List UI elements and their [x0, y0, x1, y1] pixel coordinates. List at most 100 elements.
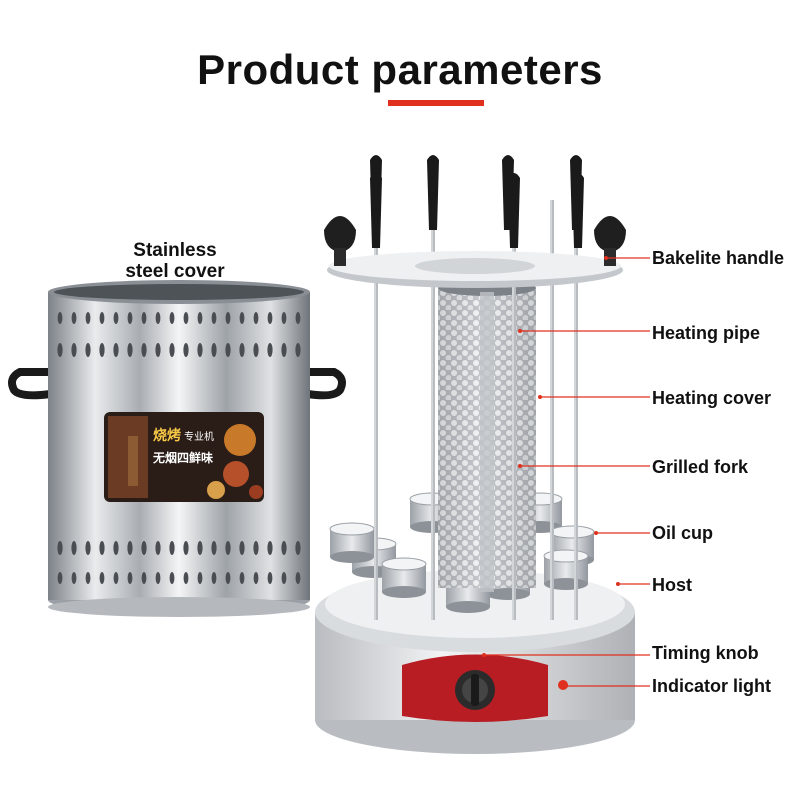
skewer-rod	[574, 200, 578, 620]
callout-dot	[564, 684, 568, 688]
callout-dot	[518, 464, 522, 468]
vent-slot	[225, 312, 231, 324]
callout-dot	[518, 329, 522, 333]
vent-slot	[85, 541, 91, 555]
cover-vent-row-middle	[57, 343, 301, 357]
skewer-rod	[512, 200, 516, 620]
vent-slot	[113, 572, 119, 584]
vent-slot	[169, 343, 175, 357]
cover-vent-row-top	[57, 312, 301, 324]
vent-slot	[281, 343, 287, 357]
vent-slot	[197, 343, 203, 357]
vent-slot	[281, 312, 287, 324]
decal-text-3: 无烟四鲜味	[152, 450, 213, 465]
vent-slot	[169, 572, 175, 584]
vent-slot	[267, 343, 273, 357]
vent-slot	[169, 541, 175, 555]
vent-slot	[127, 572, 133, 584]
vent-slot	[85, 312, 91, 324]
vent-slot	[239, 572, 245, 584]
callout-dot	[616, 582, 620, 586]
skewer-rod	[431, 200, 435, 620]
oil-cup-rim	[549, 525, 595, 539]
bakelite-handle-left	[324, 216, 356, 266]
callout-indicator-light: Indicator light	[652, 676, 771, 696]
vent-slot	[127, 343, 133, 357]
vent-slot	[113, 541, 119, 555]
oil-cup-base	[330, 551, 374, 563]
top-plate	[327, 251, 623, 288]
vent-slot	[267, 572, 273, 584]
cover-label-line-2: steel cover	[125, 261, 225, 282]
callout-dot	[538, 395, 542, 399]
vent-slot	[239, 541, 245, 555]
page-title: Product parameters	[197, 46, 603, 93]
fork-handle	[508, 173, 520, 248]
vent-slot	[99, 541, 105, 555]
oil-cup-base	[486, 588, 530, 600]
vent-slot	[155, 343, 161, 357]
vent-slot	[71, 343, 77, 357]
callout-grilled-fork: Grilled fork	[652, 457, 749, 477]
vent-slot	[127, 541, 133, 555]
vent-slot	[197, 541, 203, 555]
vent-slot	[99, 572, 105, 584]
vent-slot	[57, 541, 63, 555]
vent-slot	[155, 572, 161, 584]
vent-slot	[141, 572, 147, 584]
vent-slot	[85, 572, 91, 584]
vent-slot	[211, 541, 217, 555]
vent-slot	[183, 541, 189, 555]
oil-cup-rim	[381, 557, 427, 571]
vent-slot	[183, 572, 189, 584]
vent-slot	[281, 572, 287, 584]
vent-slot	[253, 312, 259, 324]
vent-slot	[169, 312, 175, 324]
callout-bakelite-handle: Bakelite handle	[652, 248, 785, 268]
vent-slot	[295, 572, 301, 584]
oil-cup-base	[382, 586, 426, 598]
callout-dot	[604, 256, 608, 260]
callout-dot	[594, 531, 598, 535]
vent-slot	[225, 541, 231, 555]
vent-slot	[71, 312, 77, 324]
vent-slot	[71, 572, 77, 584]
callout-leaders	[482, 256, 650, 688]
fork-handle	[370, 173, 382, 248]
cover-handle-right	[304, 368, 346, 400]
fork-handles	[370, 155, 584, 248]
vent-slot	[57, 343, 63, 357]
vent-slot	[197, 312, 203, 324]
vent-slot	[239, 343, 245, 357]
vent-slot	[127, 312, 133, 324]
callout-dot	[482, 653, 486, 657]
cover-food-decal: 烧烤 专业机 无烟四鲜味	[104, 412, 264, 502]
vent-slot	[99, 343, 105, 357]
skewer-rod	[374, 200, 378, 620]
vent-slot	[141, 312, 147, 324]
vent-slot	[211, 343, 217, 357]
callout-host: Host	[652, 575, 692, 595]
vent-slot	[113, 343, 119, 357]
vent-slot	[71, 541, 77, 555]
decal-text-1: 烧烤	[153, 427, 181, 444]
vent-slot	[253, 343, 259, 357]
decal-text-2: 专业机	[184, 430, 214, 443]
callout-oil-cup: Oil cup	[652, 523, 714, 543]
vent-slot	[57, 572, 63, 584]
callout-timing-knob: Timing knob	[652, 643, 759, 663]
vent-slot	[197, 572, 203, 584]
heating-cover	[438, 280, 536, 592]
skewer-rod	[550, 200, 554, 620]
stainless-steel-cover: 烧烤 专业机 无烟四鲜味	[8, 280, 346, 617]
vent-slot	[155, 312, 161, 324]
grill-machine	[315, 155, 635, 754]
vent-slot	[253, 541, 259, 555]
oil-cup-base	[446, 601, 490, 613]
vent-slot	[253, 572, 259, 584]
callout-heating-pipe: Heating pipe	[652, 323, 761, 343]
vent-slot	[295, 541, 301, 555]
vent-slot	[239, 312, 245, 324]
vent-slot	[85, 343, 91, 357]
